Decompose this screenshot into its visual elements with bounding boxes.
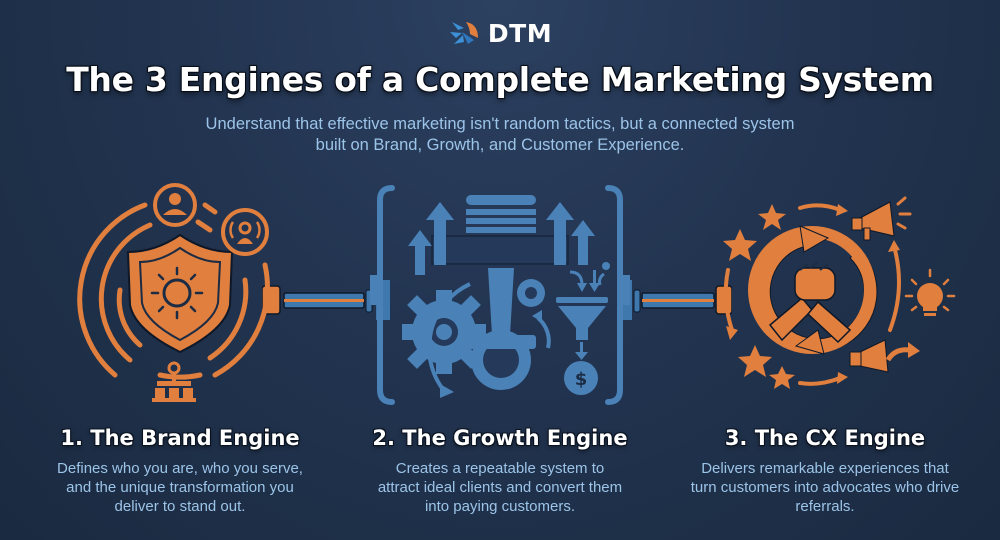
brand-logo: DTM <box>0 18 1000 48</box>
star-icons <box>723 204 795 389</box>
broadcast-person-icon <box>221 208 269 256</box>
right-bracket <box>605 185 623 405</box>
dtm-logo-icon <box>449 22 478 44</box>
person-circle-icon <box>153 183 197 227</box>
org-chart-icon <box>152 361 196 402</box>
left-bracket <box>377 185 395 405</box>
cx-engine-description: Delivers remarkable experiences that tur… <box>690 460 960 515</box>
dollar-coin-icon: $ <box>564 361 598 395</box>
up-arrows <box>408 202 595 275</box>
handshake-icon <box>768 261 852 344</box>
small-gear-icon <box>517 279 545 307</box>
brand-engine-description: Defines who you are, who you serve, and … <box>57 460 303 515</box>
shield-sun-icon <box>126 233 234 354</box>
logo-text: DTM <box>487 18 553 48</box>
growth-engine-illustration: $ <box>370 185 630 405</box>
svg-text:$: $ <box>575 369 588 390</box>
growth-engine-description: Creates a repeatable system to attract i… <box>377 460 623 515</box>
cx-engine-title: 3. The CX Engine <box>724 426 926 450</box>
funnel-icon <box>556 262 610 360</box>
page-title: The 3 Engines of a Complete Marketing Sy… <box>66 60 934 99</box>
page-subtitle: Understand that effective marketing isn'… <box>205 115 795 154</box>
cx-engine-illustration <box>723 196 956 389</box>
megaphone-icons <box>849 201 895 373</box>
lightbulb-icon <box>904 268 956 316</box>
growth-engine-title: 2. The Growth Engine <box>372 426 628 450</box>
piston-icon <box>431 195 569 390</box>
brand-engine-illustration <box>77 183 270 402</box>
brand-engine-title: 1. The Brand Engine <box>60 426 300 450</box>
